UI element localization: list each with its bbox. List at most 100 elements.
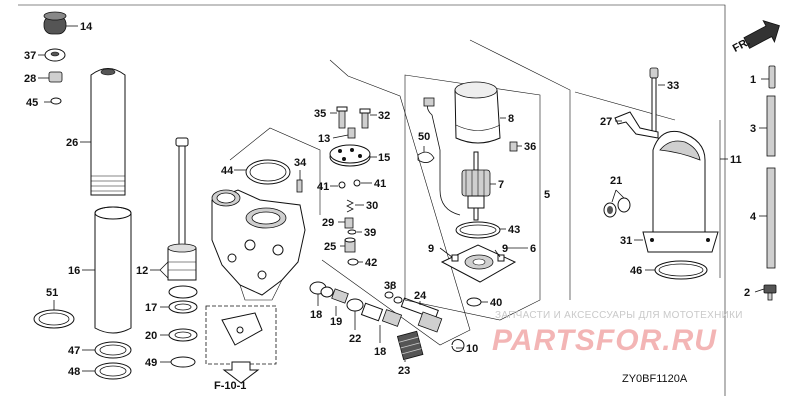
part-number: 6: [530, 243, 536, 255]
grommet-21: [603, 197, 631, 218]
valve-frame: [321, 59, 471, 346]
part-number: 5: [544, 189, 550, 201]
washer-45: [50, 97, 62, 105]
oring-51: [33, 309, 75, 329]
watermark-subtitle: ЗАПЧАСТИ И АКСЕССУАРЫ ДЛЯ МОТОТЕХНИКИ: [495, 310, 743, 321]
oring-47: [94, 341, 132, 359]
reservoir-31: [642, 130, 719, 253]
piston-rod: [167, 137, 197, 281]
part-number: 41: [374, 178, 386, 190]
part-number: 18: [310, 309, 322, 321]
oring-43: [455, 221, 501, 239]
part-number: 43: [508, 224, 520, 236]
part-number: 37: [24, 50, 36, 62]
part-29: [344, 217, 354, 229]
watermark-logo: PARTSFOR.RU: [492, 324, 717, 357]
part-number: 39: [364, 227, 376, 239]
part-number: 20: [145, 330, 157, 342]
motor-frame-outer: [469, 39, 571, 300]
nut-28: [48, 71, 63, 83]
front-arrow-icon: [743, 20, 780, 49]
part-number: 27: [600, 116, 612, 128]
part-number: 50: [418, 131, 430, 143]
part-number: 21: [610, 175, 622, 187]
motor-8: [454, 81, 501, 144]
part-number: 2: [744, 287, 750, 299]
part-number: 1: [750, 74, 756, 86]
part-number: 16: [68, 265, 80, 277]
diagram-code: ZY0BF1120A: [622, 373, 688, 385]
pump-body: [211, 189, 306, 301]
part-number: 19: [330, 316, 342, 328]
oring-46: [654, 260, 708, 280]
part-number: 30: [366, 200, 378, 212]
part-number: 3: [750, 123, 756, 135]
part-number: 10: [466, 343, 478, 355]
oring-42: [347, 258, 359, 266]
tube-16: [94, 206, 132, 334]
part-number: 8: [508, 113, 514, 125]
figure-ref: F-10-1: [214, 380, 246, 392]
part-number: 9: [502, 243, 508, 255]
part-number: 22: [349, 333, 361, 345]
inset-f-10-1: [205, 305, 277, 384]
valve-train: [309, 281, 465, 361]
part-number: 48: [68, 366, 80, 378]
ball-41a: [338, 181, 346, 189]
brush-plate-6: [440, 244, 517, 283]
rod-4: [766, 167, 776, 269]
part-number: 42: [365, 257, 377, 269]
part-number: 51: [46, 287, 58, 299]
spring-30: [346, 199, 354, 213]
part-number: 24: [414, 290, 427, 302]
part-number: 7: [498, 179, 504, 191]
body-frame: [229, 127, 321, 215]
ring-20: [168, 328, 198, 342]
part-number: 45: [26, 97, 38, 109]
bracket-27: [614, 111, 659, 139]
screw-32: [359, 108, 371, 129]
tube-26: [90, 68, 126, 196]
screw-35: [336, 106, 348, 129]
part-number: 32: [378, 110, 390, 122]
part-number: 44: [221, 165, 234, 177]
part-number: 46: [630, 265, 642, 277]
valve-25: [344, 237, 356, 253]
reservoir-frame-top: [574, 91, 676, 121]
part-number: 13: [318, 133, 330, 145]
part-number: 47: [68, 345, 80, 357]
ring-37: [44, 48, 66, 62]
wire-50: [417, 97, 461, 216]
part-number: 26: [66, 137, 78, 149]
cap-14: [43, 11, 67, 35]
ring-17b: [168, 285, 198, 299]
oring-48: [94, 362, 132, 380]
ring-49: [170, 356, 196, 368]
part-number: 36: [524, 141, 536, 153]
part-number: 9: [428, 243, 434, 255]
part-number: 34: [294, 157, 307, 169]
pin-13: [347, 127, 356, 139]
part-number: 15: [378, 152, 390, 164]
ring-17: [168, 300, 198, 314]
part-number: 11: [730, 154, 742, 166]
oring-44: [245, 159, 291, 185]
rod-3: [766, 95, 776, 157]
part-number: 38: [384, 280, 396, 292]
part-number: 12: [136, 265, 148, 277]
armature-7: [461, 151, 491, 221]
part-number: 18: [374, 346, 386, 358]
part-number: 29: [322, 217, 334, 229]
bolt-33: [649, 67, 659, 137]
part-number: 17: [145, 302, 157, 314]
rod-1: [768, 65, 776, 89]
part-number: 25: [324, 241, 336, 253]
part-number: 35: [314, 108, 326, 120]
screw-36: [509, 141, 518, 152]
valve-plate-15: [329, 144, 371, 167]
part-number: 49: [145, 357, 157, 369]
oring-39: [347, 229, 357, 235]
motor-frame: [404, 74, 541, 321]
part-number: 40: [490, 297, 502, 309]
